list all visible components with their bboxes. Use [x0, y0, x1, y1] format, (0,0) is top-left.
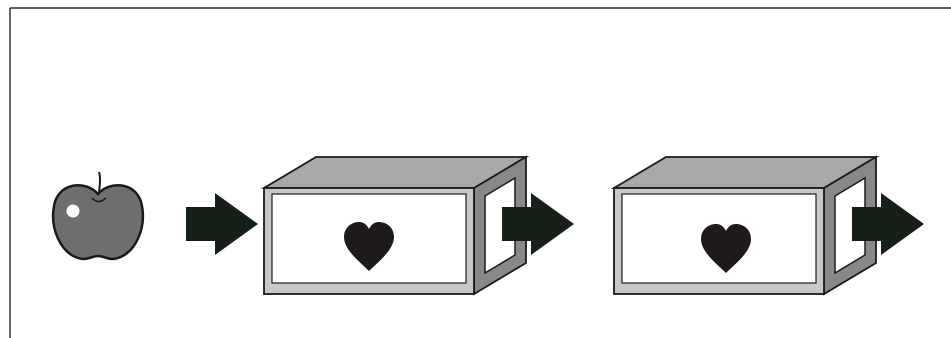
- arrow-1: [186, 193, 258, 255]
- process-box-1: [260, 155, 530, 296]
- box-1-side-window: [484, 176, 516, 275]
- heart-icon: [344, 222, 394, 271]
- arrow-3: [852, 193, 924, 255]
- arrow-right-icon: [852, 193, 924, 255]
- arrow-right-icon: [186, 193, 258, 255]
- apple-stem: [98, 171, 101, 193]
- apple-dimple: [91, 197, 107, 203]
- heart-icon: [701, 224, 751, 273]
- frame-lines: [9, 7, 951, 338]
- arrow-right-icon: [502, 193, 574, 255]
- process-box-2: [610, 155, 880, 296]
- apple-body: [51, 184, 145, 261]
- box-2-side-window: [834, 176, 866, 275]
- apple-icon: [51, 171, 145, 261]
- arrow-2: [502, 193, 574, 255]
- apple-highlight: [66, 204, 80, 218]
